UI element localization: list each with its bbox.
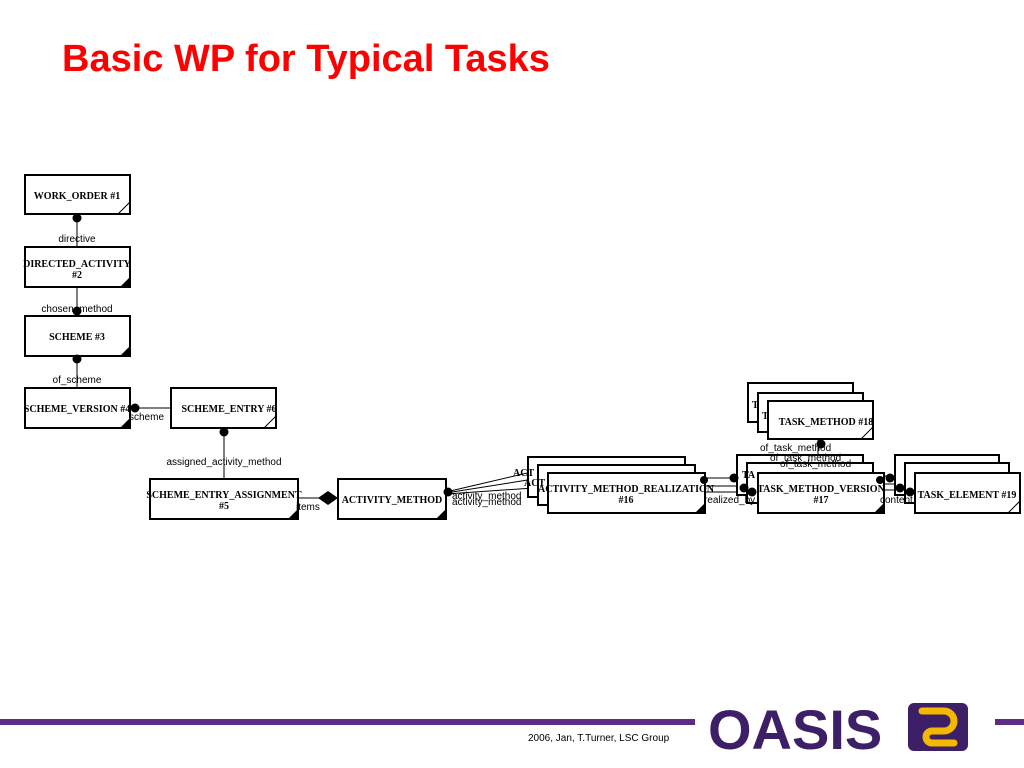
entity-label: TASK_METHOD #18: [779, 417, 874, 428]
entity-label-number: #2: [72, 270, 82, 281]
shadow-fragment: T: [762, 411, 769, 422]
shadow-fragment: TA: [742, 470, 756, 481]
entity-label-number: #17: [814, 495, 829, 506]
entity-activity-method[interactable]: ACTIVITY_METHOD: [337, 478, 447, 520]
stacked-entity-shadow-fragments: T T ACT ACT TA: [513, 400, 769, 489]
rel-label-items: items: [296, 502, 320, 513]
rel-label-content: content: [880, 495, 913, 506]
shadow-fragment: ACT: [513, 468, 534, 479]
rel-label-of-scheme: of_scheme: [53, 375, 102, 386]
entity-label-number: #5: [219, 501, 229, 512]
entity-directed-activity[interactable]: DIRECTED_ACTIVITY #2: [23, 246, 132, 288]
rel-label-chosen-method: chosen_method: [41, 304, 112, 315]
entity-label: SCHEME_ENTRY #6: [181, 404, 276, 415]
entity-activity-method-realization[interactable]: ACTIVITY_METHOD_REALIZATION #16: [538, 472, 715, 514]
entity-label: ACTIVITY_METHOD_REALIZATION: [538, 484, 715, 495]
rel-label-of-task-method: of_task_method: [780, 459, 851, 470]
entity-label: WORK_ORDER #1: [34, 191, 120, 202]
relationship-endpoints: [72, 213, 915, 497]
rel-label-scheme: scheme: [129, 412, 164, 423]
rel-label-assigned-activity-method: assigned_activity_method: [166, 457, 281, 468]
entity-label: TASK_ELEMENT #19: [918, 490, 1017, 501]
entity-task-method[interactable]: TASK_METHOD #18: [767, 400, 874, 440]
footer-bar-right: [995, 719, 1024, 725]
entity-label: SCHEME #3: [49, 332, 105, 343]
entity-label: SCHEME_VERSION #4: [24, 404, 130, 415]
rel-label-directive: directive: [58, 234, 96, 245]
entity-scheme[interactable]: SCHEME #3: [24, 315, 131, 357]
slide-title: Basic WP for Typical Tasks: [62, 38, 550, 80]
relationship-labels: directive chosen_method of_scheme scheme…: [41, 234, 913, 513]
footer-credit: 2006, Jan, T.Turner, LSC Group: [528, 733, 670, 744]
oasis-logo-mark-icon: [908, 703, 968, 751]
rel-label-of-task-method: of_task_method: [770, 453, 841, 464]
entity-label: TASK_METHOD_VERSION: [757, 484, 885, 495]
entity-label: DIRECTED_ACTIVITY: [23, 259, 132, 270]
shadow-fragment: ACT: [524, 478, 545, 489]
rel-label-activity-method: activity_method: [452, 497, 521, 508]
entity-label-number: #16: [619, 495, 634, 506]
entity-label: SCHEME_ENTRY_ASSIGNMENT: [146, 490, 302, 501]
footer-bar: [0, 719, 695, 725]
entity-task-method-version[interactable]: TASK_METHOD_VERSION #17: [757, 472, 886, 514]
rel-label-realized-by: realized_by: [704, 495, 755, 506]
aggregation-diamond: [318, 491, 338, 505]
entity-scheme-entry-assignment[interactable]: SCHEME_ENTRY_ASSIGNMENT #5: [146, 478, 302, 520]
rel-label-of-task-method: of_task_method: [760, 443, 831, 454]
entity-work-order[interactable]: WORK_ORDER #1: [24, 174, 131, 215]
entity-scheme-entry[interactable]: SCHEME_ENTRY #6: [170, 387, 277, 429]
oasis-logo-wordmark: OASIS: [708, 698, 882, 757]
express-g-diagram: T T ACT ACT TA WORK_ORDER #1 DIRECTED_AC…: [23, 174, 1021, 520]
rel-label-activity-method: activity_method: [452, 491, 521, 502]
entity-label: ACTIVITY_METHOD: [342, 495, 443, 506]
shadow-fragment: T: [752, 400, 759, 411]
oasis-logo: OASIS: [708, 698, 968, 757]
entity-scheme-version[interactable]: SCHEME_VERSION #4: [24, 387, 131, 429]
entity-task-element[interactable]: TASK_ELEMENT #19: [914, 472, 1021, 514]
